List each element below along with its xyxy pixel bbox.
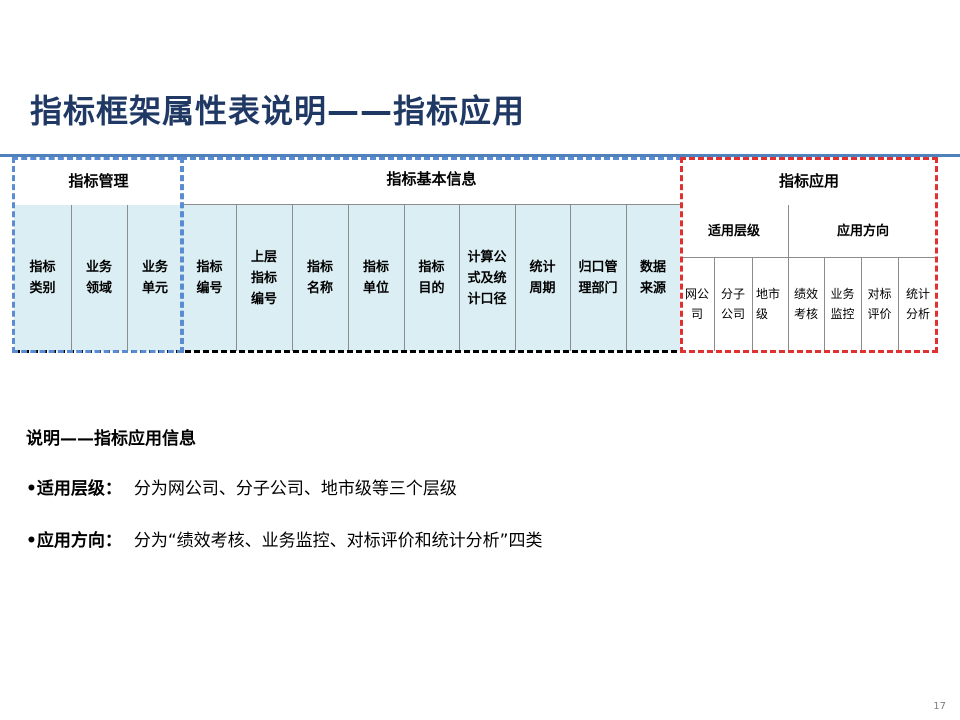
col-data-source: 数据 来源 [626, 205, 680, 351]
grid-line [127, 205, 128, 351]
grid-line [292, 205, 293, 351]
col-formula-and-scope: 计算公 式及统 计口径 [459, 205, 515, 351]
col-indicator-unit: 指标 单位 [348, 205, 404, 351]
col-level-prefecture: 地市 级 [756, 287, 781, 321]
indicator-attribute-table: 指标管理 指标基本信息 指标应用 指标 类别 业务 领域 业务 单元 指标 编号… [12, 157, 938, 353]
grid-line [861, 257, 862, 351]
description-heading: 说明——指标应用信息 [26, 424, 196, 449]
group-header-application: 指标应用 [778, 171, 839, 190]
title-underline [0, 154, 960, 157]
group-header-management: 指标管理 [68, 171, 129, 190]
sub-header-application-direction: 应用方向 [836, 223, 889, 239]
col-business-domain: 业务 领域 [71, 205, 127, 351]
grid-line [752, 257, 753, 351]
grid-line [626, 205, 627, 351]
col-indicator-name: 指标 名称 [292, 205, 348, 351]
description-item-level: •适用层级： 分为网公司、分子公司、地市级等三个层级 [26, 474, 457, 499]
grid-line [183, 204, 680, 205]
description-item-text: 分为网公司、分子公司、地市级等三个层级 [133, 479, 457, 499]
grid-line [71, 205, 72, 351]
grid-line [714, 257, 715, 351]
grid-line [348, 205, 349, 351]
slide-title: 指标框架属性表说明——指标应用 [30, 92, 526, 130]
description-item-label: •应用方向： [26, 531, 122, 551]
sub-header-applicable-level: 适用层级 [707, 223, 760, 239]
description-item-direction: •应用方向： 分为“绩效考核、业务监控、对标评价和统计分析”四类 [26, 526, 543, 551]
description-heading-text: 说明——指标应用信息 [26, 429, 196, 449]
table-bottom-dashed-edge [14, 350, 938, 353]
grid-line [824, 257, 825, 351]
grid-line [236, 205, 237, 351]
page-number: 17 [933, 701, 946, 712]
grid-line [459, 205, 460, 351]
description-item-label: •适用层级： [26, 479, 122, 499]
grid-line [404, 205, 405, 351]
col-indicator-code: 指标 编号 [183, 205, 236, 351]
col-business-unit: 业务 单元 [127, 205, 183, 351]
management-highlight-box [12, 157, 183, 353]
col-direction-performance: 绩效 考核 [793, 287, 818, 321]
grid-line [570, 205, 571, 351]
col-statistical-period: 统计 周期 [515, 205, 570, 351]
basic-info-highlight-box [181, 157, 682, 353]
col-direction-benchmarking: 对标 评价 [867, 287, 892, 321]
col-direction-statistics: 统计 分析 [905, 287, 930, 321]
grid-line [898, 257, 899, 351]
col-level-grid-company: 网公 司 [684, 287, 709, 321]
col-indicator-purpose: 指标 目的 [404, 205, 459, 351]
col-responsible-department: 归口管 理部门 [570, 205, 626, 351]
grid-line [788, 205, 789, 351]
application-highlight-box [680, 157, 938, 353]
col-indicator-category: 指标 类别 [14, 205, 71, 351]
description-item-text: 分为“绩效考核、业务监控、对标评价和统计分析”四类 [133, 531, 543, 551]
col-direction-monitoring: 业务 监控 [830, 287, 855, 321]
group-header-basic-info: 指标基本信息 [386, 169, 477, 188]
grid-line [680, 257, 938, 258]
col-parent-indicator-code: 上层 指标 编号 [236, 205, 292, 351]
grid-line [515, 205, 516, 351]
col-level-subsidiary: 分子 公司 [720, 287, 745, 321]
